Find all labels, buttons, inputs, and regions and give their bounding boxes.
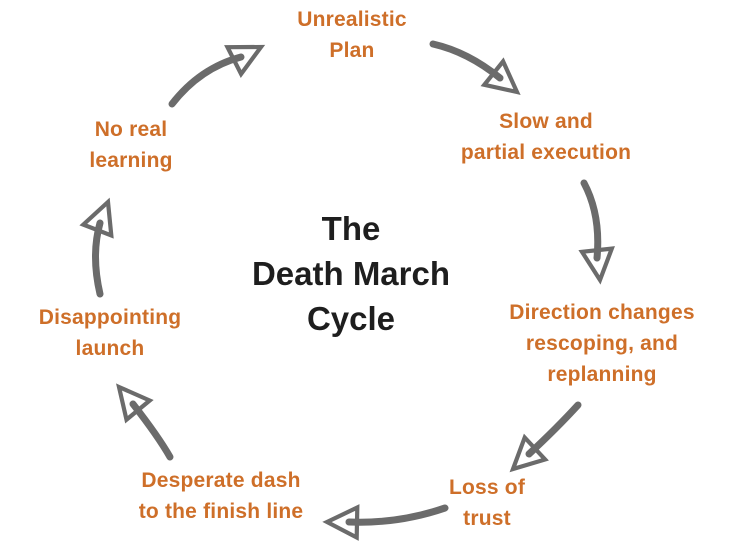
step-no-real-learning: No real learning bbox=[89, 118, 173, 172]
arrow-desperate-dash-to-disappointing-launch-icon bbox=[116, 383, 174, 461]
arrow-slow-execution-to-direction-changes-icon bbox=[578, 179, 615, 285]
step-disappointing-launch: Disappointing launch bbox=[38, 306, 182, 360]
step-slow-partial-execution: Slow and partial execution bbox=[460, 110, 632, 164]
arrow-direction-changes-to-loss-of-trust-icon bbox=[509, 401, 582, 473]
arrow-loss-of-trust-to-desperate-dash-icon bbox=[322, 504, 449, 541]
arrow-unrealistic-plan-to-slow-execution-icon bbox=[429, 40, 521, 95]
step-loss-of-trust: Loss of trust bbox=[448, 476, 526, 530]
arrow-disappointing-launch-to-no-real-learning-icon bbox=[79, 197, 114, 298]
arrow-no-real-learning-to-unrealistic-plan-icon bbox=[168, 44, 266, 108]
step-unrealistic-plan: Unrealistic Plan bbox=[297, 8, 407, 62]
step-desperate-dash: Desperate dash to the finish line bbox=[138, 469, 304, 523]
step-direction-changes: Direction changes rescoping, and replann… bbox=[509, 301, 695, 386]
cycle-title: The Death March Cycle bbox=[251, 210, 451, 337]
